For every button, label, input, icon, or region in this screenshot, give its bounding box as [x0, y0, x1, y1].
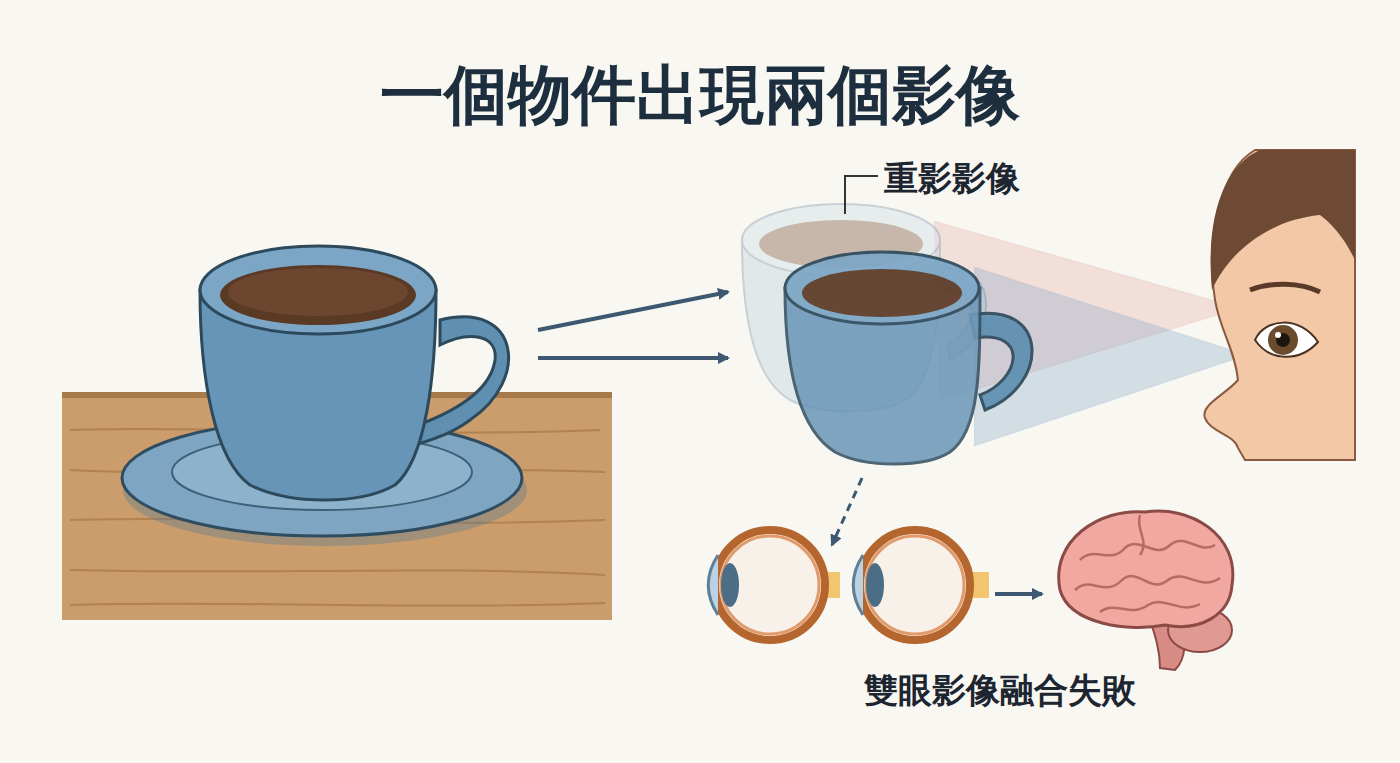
eye-right	[853, 530, 989, 640]
art-path	[1204, 150, 1355, 460]
cup	[200, 246, 509, 500]
caption-label: 雙眼影像融合失敗	[864, 668, 1136, 714]
art-circle	[1276, 333, 1290, 347]
art-circle	[860, 530, 970, 640]
art-path	[1255, 323, 1318, 357]
art-path	[1075, 515, 1220, 612]
art-circle	[715, 530, 825, 640]
art-path	[1211, 150, 1355, 290]
eye-left	[708, 530, 840, 640]
art-ellipse	[200, 246, 436, 334]
art-path	[1059, 511, 1233, 627]
art-ellipse	[802, 269, 962, 317]
art-circle	[1268, 325, 1298, 355]
art-ellipse	[866, 563, 884, 607]
face	[1204, 150, 1355, 460]
art-ellipse	[721, 563, 739, 607]
sight-cones	[935, 222, 1245, 445]
art-line	[538, 356, 728, 360]
title: 一個物件出現兩個影像	[380, 52, 1020, 139]
arrows	[538, 292, 728, 358]
art-circle	[1275, 332, 1281, 338]
brain-arrow	[995, 592, 1042, 596]
brain	[1059, 511, 1233, 670]
art-ellipse	[228, 268, 408, 316]
dashed-arrow	[832, 478, 862, 545]
double-cup	[785, 252, 1032, 464]
art-path	[1250, 284, 1320, 292]
callout-label: 重影影像	[884, 156, 1020, 202]
leader-line	[845, 176, 878, 214]
art-line	[538, 292, 728, 330]
art-path	[708, 555, 718, 615]
art-ellipse	[785, 252, 979, 324]
art-path	[853, 555, 863, 615]
art-circle	[866, 536, 964, 634]
art-circle	[721, 536, 819, 634]
art-ellipse	[220, 265, 416, 325]
